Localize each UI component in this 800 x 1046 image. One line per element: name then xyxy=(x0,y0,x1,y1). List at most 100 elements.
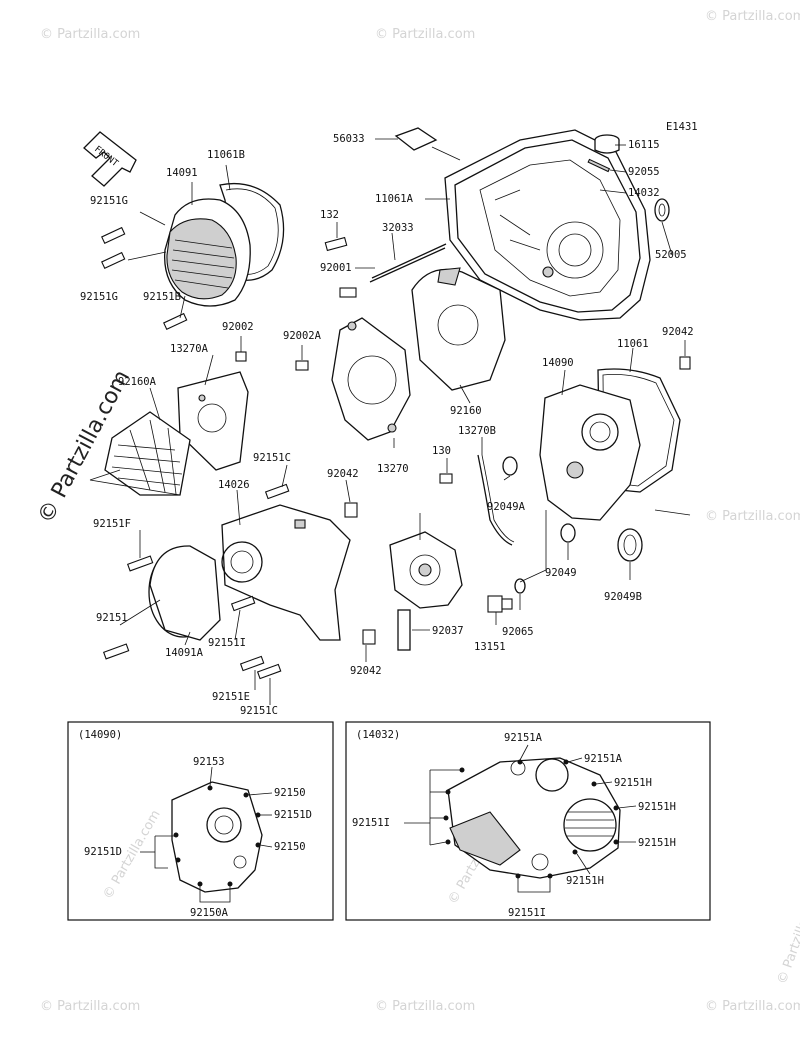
inset-label: 92151D xyxy=(84,846,122,858)
front-arrow-icon: FRONT xyxy=(83,131,137,187)
label-13270A: 13270A xyxy=(170,343,209,355)
leader-lines xyxy=(336,138,673,269)
label-11061: 11061 xyxy=(617,338,649,350)
bolt xyxy=(126,555,154,572)
leader-lines xyxy=(149,336,242,421)
label-92055: 92055 xyxy=(628,166,660,178)
bolt-92002 xyxy=(235,351,247,362)
watermark: © Partzilla.com xyxy=(375,27,475,42)
leader-lines xyxy=(446,340,691,625)
label-14032: 14032 xyxy=(628,187,660,199)
label-14091A: 14091A xyxy=(165,647,204,659)
cover-14026 xyxy=(221,504,351,641)
label-92049: 92049 xyxy=(545,567,577,579)
label-14091: 14091 xyxy=(166,167,198,179)
inset-14090: (14090) 92153 92150 92151D 92150 92151D … xyxy=(67,721,334,921)
label-92151F: 92151F xyxy=(93,518,131,530)
seal-92049B xyxy=(617,528,643,562)
label-92001: 92001 xyxy=(320,262,352,274)
label-92160A: 92160A xyxy=(118,376,157,388)
bolt-130 xyxy=(439,473,453,484)
label-56033: 56033 xyxy=(333,133,365,145)
shield-92160 xyxy=(411,267,506,391)
cap-92042 xyxy=(344,502,358,518)
cover-14090 xyxy=(539,384,641,521)
pin-92055 xyxy=(587,158,611,173)
bolt-92002A xyxy=(295,360,309,371)
shield-13270 xyxy=(331,317,411,441)
label-92151G: 92151G xyxy=(90,195,128,207)
pipe-92037 xyxy=(397,609,411,651)
inset-label: 92153 xyxy=(193,756,225,768)
bolt xyxy=(163,312,188,331)
gasket-11061 xyxy=(597,368,681,493)
label-92151B: 92151B xyxy=(143,291,181,303)
label-14090: 14090 xyxy=(542,357,574,369)
bolt xyxy=(239,655,265,672)
label-92042: 92042 xyxy=(327,468,359,480)
leader-lines xyxy=(127,164,231,319)
watermark: © Partzilla.com xyxy=(40,999,140,1014)
watermark: © Partzilla.com xyxy=(705,9,800,24)
cap-92042 xyxy=(679,356,691,370)
label-130: 130 xyxy=(432,445,451,457)
label-92151C: 92151C xyxy=(240,705,278,717)
label-13270: 13270 xyxy=(377,463,409,475)
label-32033: 32033 xyxy=(382,222,414,234)
label-132: 132 xyxy=(320,209,339,221)
label-92160: 92160 xyxy=(450,405,482,417)
bolt xyxy=(230,595,256,612)
label-13270B: 13270B xyxy=(458,425,496,437)
label-92042: 92042 xyxy=(350,665,382,677)
bolt xyxy=(101,226,126,245)
label-92049A: 92049A xyxy=(487,501,526,513)
shield-13270A xyxy=(177,371,249,471)
label-11061A: 11061A xyxy=(375,193,414,205)
screen-92160A xyxy=(104,411,191,496)
label-92037: 92037 xyxy=(432,625,464,637)
inset-title: (14032) xyxy=(356,729,400,741)
inset-label: 92151A xyxy=(584,753,623,765)
rod-32033 xyxy=(369,243,447,283)
seal-92049 xyxy=(560,523,576,543)
inset-label: 92151H xyxy=(638,837,676,849)
leader-lines xyxy=(301,345,471,448)
cap-92042 xyxy=(362,629,376,645)
label-92151I: 92151I xyxy=(208,637,246,649)
watermark: © Partzilla.com xyxy=(375,999,475,1014)
label-11061B: 11061B xyxy=(207,149,245,161)
bolt xyxy=(101,251,126,270)
watermark: © Partzilla.com xyxy=(705,999,800,1014)
bolt xyxy=(256,663,282,680)
inset-label: 92151I xyxy=(508,907,546,919)
inset-label: 92150 xyxy=(274,841,306,853)
water-pump xyxy=(389,531,463,609)
label-13151: 13151 xyxy=(474,641,506,653)
inset-label: 92151I xyxy=(352,817,390,829)
diagram-id: E1431 xyxy=(666,121,698,133)
watermark: © Partzilla.com xyxy=(705,509,800,524)
label-14026: 14026 xyxy=(218,479,250,491)
inset-label: 92151H xyxy=(614,777,652,789)
sensor-13151 xyxy=(487,595,513,613)
seal-92049A xyxy=(502,456,518,476)
watermark: © Partzilla.com xyxy=(775,887,800,986)
inset-label: 92150A xyxy=(190,907,229,919)
washer-92065 xyxy=(514,578,526,594)
label-92151: 92151 xyxy=(96,612,128,624)
label-92002: 92002 xyxy=(222,321,254,333)
inset-label: 92151H xyxy=(638,801,676,813)
cover-14091 xyxy=(164,182,285,307)
inset-label: 92151H xyxy=(566,875,604,887)
label-92151C: 92151C xyxy=(253,452,291,464)
label-92042: 92042 xyxy=(662,326,694,338)
label-92002A: 92002A xyxy=(283,330,322,342)
label-92151E: 92151E xyxy=(212,691,250,703)
plug-16115 xyxy=(594,134,620,154)
leader-lines xyxy=(89,464,367,705)
leader-lines xyxy=(412,513,430,631)
inset-14032: (14032) xyxy=(345,721,711,921)
label-52005: 52005 xyxy=(655,249,687,261)
